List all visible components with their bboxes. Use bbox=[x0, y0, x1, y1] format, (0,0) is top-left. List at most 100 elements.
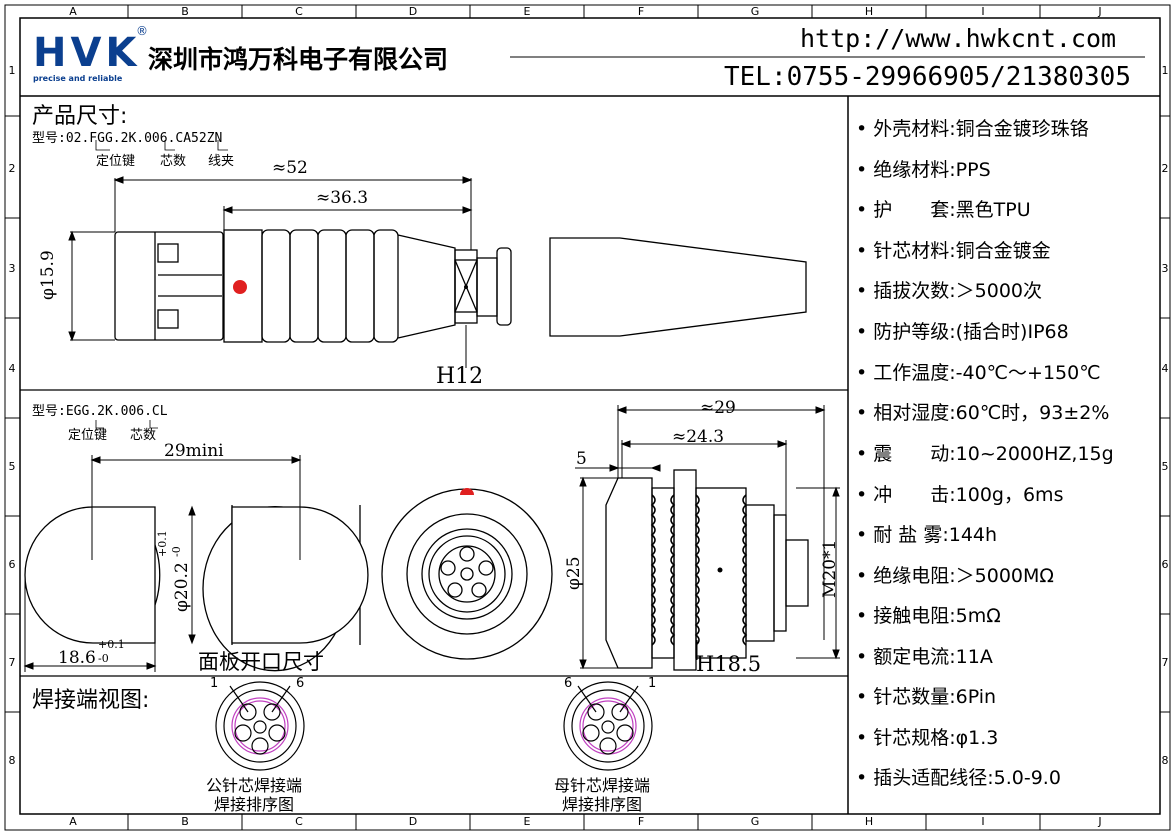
website-url[interactable]: http://www.hwkcnt.com bbox=[800, 24, 1117, 53]
grid-col-j-bottom: J bbox=[1098, 815, 1102, 828]
male-solder-view bbox=[215, 681, 305, 771]
grid-col-i-bottom: I bbox=[981, 815, 985, 828]
grid-col-e-bottom: E bbox=[523, 815, 531, 828]
male-solder-label: 公针芯焊接端 bbox=[206, 776, 303, 795]
male-pin-last: 6 bbox=[296, 676, 305, 691]
grid-row-3: 3 bbox=[8, 262, 16, 275]
panel-cutout-label: 面板开口尺寸 bbox=[198, 650, 324, 674]
grid-row-4-right: 4 bbox=[1161, 362, 1169, 375]
plug-dim-body: ≈36.3 bbox=[316, 188, 369, 208]
grid-row-1: 1 bbox=[8, 64, 16, 77]
grid-row-7: 7 bbox=[8, 656, 16, 669]
grid-row-3-right: 3 bbox=[1161, 262, 1169, 275]
grid-col-a: A bbox=[69, 5, 77, 18]
spec-pin-size: • 针芯规格:φ1.3 bbox=[856, 727, 999, 749]
female-pin-first: 6 bbox=[564, 676, 573, 691]
solder-view-title: 焊接端视图: bbox=[32, 688, 150, 713]
spec-rated-current: • 额定电流:11A bbox=[856, 646, 993, 668]
grid-row-2: 2 bbox=[8, 162, 16, 175]
spec-pin-count: • 针芯数量:6Pin bbox=[856, 686, 997, 708]
spec-cable-diameter: • 插头适配线径:5.0-9.0 bbox=[856, 767, 1061, 789]
socket-dim-total: ≈29 bbox=[700, 398, 736, 418]
spec-mating-cycles: • 插拔次数:＞5000次 bbox=[856, 280, 1043, 302]
spec-boot: • 护 套:黑色TPU bbox=[856, 199, 1031, 221]
grid-col-e: E bbox=[523, 5, 531, 18]
plug-model: 型号:02.FGG.2K.006.CA52ZN bbox=[32, 131, 223, 146]
grid-col-g-bottom: G bbox=[750, 815, 760, 828]
plug-outline bbox=[114, 229, 807, 343]
plug-dim-overall: ≈52 bbox=[272, 158, 308, 178]
grid-col-b: B bbox=[181, 5, 189, 18]
logo-tagline: precise and reliable bbox=[33, 74, 123, 83]
company-name: 深圳市鸿万科电子有限公司 bbox=[148, 45, 449, 74]
spec-insulator-material: • 绝缘材料:PPS bbox=[856, 159, 991, 181]
plug-dim-hex: H12 bbox=[436, 364, 484, 389]
socket-callout-pins: 芯数 bbox=[130, 428, 157, 443]
cutout-dim-flat-tol-lower: -0 bbox=[98, 652, 109, 665]
grid-col-h: H bbox=[864, 5, 874, 18]
male-solder-sublabel: 焊接排序图 bbox=[214, 795, 295, 814]
grid-row-7-right: 7 bbox=[1161, 656, 1169, 669]
spec-protection: • 防护等级:(插合时)IP68 bbox=[856, 321, 1069, 343]
grid-col-c: C bbox=[295, 5, 303, 18]
grid-col-j: J bbox=[1098, 5, 1102, 18]
grid-row-5: 5 bbox=[8, 460, 16, 473]
cutout-dim-flat: 18.6 bbox=[58, 648, 96, 668]
socket-side-view bbox=[605, 469, 809, 671]
grid-row-4: 4 bbox=[8, 362, 16, 375]
spec-vibration: • 震 动:10~2000HZ,15g bbox=[856, 443, 1114, 465]
grid-col-h-bottom: H bbox=[864, 815, 874, 828]
grid-col-c-bottom: C bbox=[295, 815, 303, 828]
female-pin-last: 1 bbox=[648, 676, 657, 691]
socket-dim-flange: 5 bbox=[576, 449, 587, 469]
plug-callout-key: 定位键 bbox=[96, 154, 136, 169]
spec-contact-resistance: • 接触电阻:5mΩ bbox=[856, 605, 1001, 627]
socket-dim-body: ≈24.3 bbox=[672, 427, 725, 447]
cutout-dim-flat-tol-upper: +0.1 bbox=[98, 638, 125, 651]
socket-dim-flange-diameter: φ25 bbox=[564, 556, 584, 590]
grid-row-1-right: 1 bbox=[1161, 64, 1169, 77]
spec-temperature: • 工作温度:-40℃～+150℃ bbox=[856, 362, 1101, 384]
grid-row-8-right: 8 bbox=[1161, 754, 1169, 767]
plug-callout-clamp: 线夹 bbox=[208, 154, 235, 169]
spec-humidity: • 相对湿度:60℃时，93±2% bbox=[856, 402, 1110, 424]
grid-col-d: D bbox=[408, 5, 418, 18]
spec-salt-spray: • 耐 盐 雾:144h bbox=[856, 524, 998, 546]
female-solder-sublabel: 焊接排序图 bbox=[562, 795, 643, 814]
male-pin-first: 1 bbox=[210, 676, 219, 691]
telephone: TEL:0755-29966905/21380305 bbox=[724, 62, 1131, 92]
socket-dim-thread: M20*1 bbox=[820, 539, 840, 598]
grid-col-d-bottom: D bbox=[408, 815, 418, 828]
socket-front-view bbox=[381, 488, 553, 660]
dimensions-title: 产品尺寸: bbox=[32, 104, 128, 129]
grid-row-5-right: 5 bbox=[1161, 460, 1169, 473]
female-solder-view bbox=[563, 681, 653, 771]
spec-insulation-resistance: • 绝缘电阻:＞5000MΩ bbox=[856, 565, 1054, 587]
plug-key-marker bbox=[233, 280, 247, 294]
cutout-dim-diameter-tol-upper: +0.1 bbox=[156, 530, 169, 557]
socket-key-marker bbox=[460, 488, 474, 495]
registered-mark: ® bbox=[136, 24, 148, 38]
spec-contact-material: • 针芯材料:铜合金镀金 bbox=[856, 240, 1051, 262]
female-solder-label: 母针芯焊接端 bbox=[554, 776, 651, 795]
grid-col-g: G bbox=[750, 5, 760, 18]
cutout-dim-diameter: φ20.2 bbox=[172, 562, 192, 612]
grid-row-6-right: 6 bbox=[1161, 558, 1169, 571]
cutout-dim-width: 29mini bbox=[164, 441, 224, 461]
socket-callout-key: 定位键 bbox=[68, 428, 108, 443]
company-logo: HVK bbox=[33, 30, 141, 76]
socket-model: 型号:EGG.2K.006.CL bbox=[32, 404, 168, 419]
spec-shock: • 冲 击:100g，6ms bbox=[856, 484, 1064, 506]
grid-col-f-bottom: F bbox=[637, 815, 645, 828]
spec-shell-material: • 外壳材料:铜合金镀珍珠铬 bbox=[856, 118, 1089, 140]
plug-dim-diameter: φ15.9 bbox=[38, 250, 58, 300]
cutout-dim-diameter-tol-lower: -0 bbox=[170, 546, 183, 557]
grid-col-b-bottom: B bbox=[181, 815, 189, 828]
grid-row-2-right: 2 bbox=[1161, 162, 1169, 175]
socket-dim-hex: H18.5 bbox=[696, 652, 762, 676]
grid-col-a-bottom: A bbox=[69, 815, 77, 828]
plug-callout-pins: 芯数 bbox=[160, 154, 187, 169]
grid-col-i: I bbox=[981, 5, 985, 18]
